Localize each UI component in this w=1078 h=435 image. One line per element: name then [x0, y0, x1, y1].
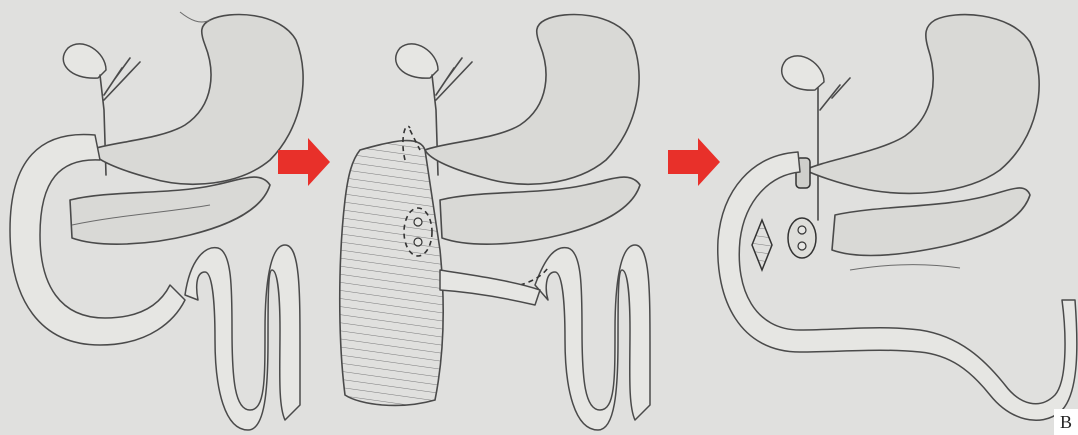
- stage-3-reconstruction: [718, 15, 1077, 421]
- hepaticojejunostomy-icon: [752, 220, 772, 270]
- arrow-right-icon: [668, 138, 720, 186]
- gallbladder-icon: [782, 56, 824, 90]
- panel-label: B: [1054, 409, 1078, 435]
- resection-area-icon: [340, 141, 444, 406]
- stomach-icon: [90, 15, 303, 185]
- gallbladder-icon: [396, 44, 438, 78]
- pancreas-icon: [440, 177, 640, 244]
- pancreatic-anastomosis-icon: [788, 218, 816, 258]
- jejunum-icon: [185, 245, 300, 430]
- bile-duct: [818, 78, 850, 220]
- gallbladder-icon: [63, 44, 106, 78]
- arrow-right-icon: [278, 138, 330, 186]
- remaining-bowel: [440, 270, 540, 305]
- pancreas-icon: [832, 188, 1030, 256]
- stage-1-anatomy: [10, 12, 303, 430]
- jejunum-icon: [535, 245, 650, 430]
- stage-2-resection: [340, 15, 650, 430]
- stomach-icon: [425, 15, 639, 185]
- stomach-icon: [805, 15, 1039, 194]
